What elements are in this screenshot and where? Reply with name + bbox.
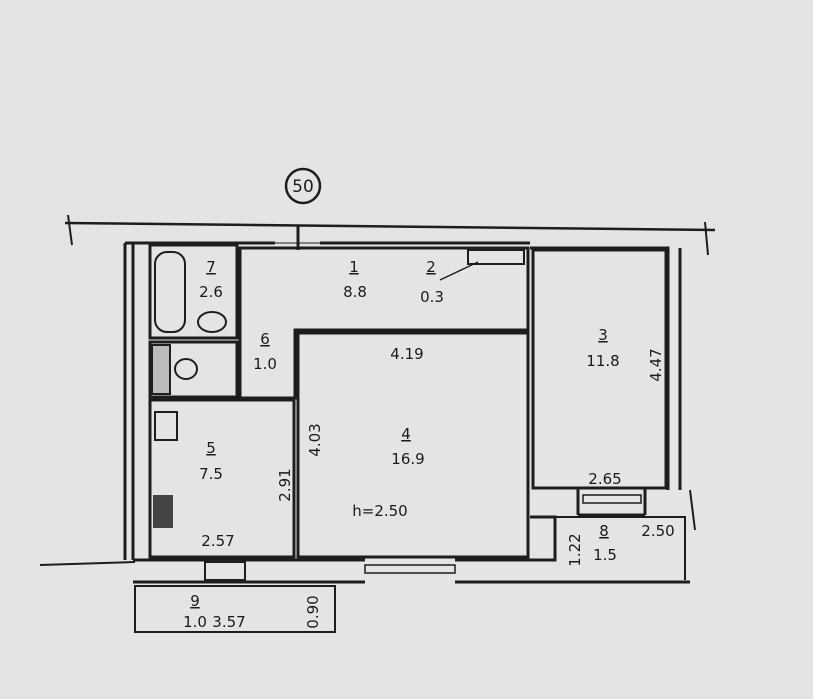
- svg-text:0.3: 0.3: [420, 288, 444, 306]
- svg-text:4: 4: [401, 425, 411, 443]
- dim-room3-width: 2.65: [588, 470, 621, 488]
- tile-grid-icon: [151, 344, 171, 395]
- room-label-4: 416.9: [391, 425, 424, 468]
- room-1-corridor: [238, 246, 530, 400]
- svg-text:1.0: 1.0: [183, 613, 207, 631]
- room-4-living: [296, 331, 530, 559]
- break-mark-left-bottom: [39, 561, 136, 566]
- svg-text:6: 6: [260, 330, 270, 348]
- room-label-8: 81.5: [593, 522, 617, 564]
- dim-room4-depth: 4.03: [306, 423, 324, 456]
- svg-text:9: 9: [190, 592, 200, 610]
- window-room3: [582, 494, 642, 504]
- svg-text:8: 8: [599, 522, 609, 540]
- room-label-6: 61.0: [253, 330, 277, 373]
- room-label-7: 72.6: [199, 258, 223, 301]
- dim-balcony8-depth: 1.22: [566, 533, 584, 566]
- balcony-8: [555, 516, 686, 580]
- window-kitchen: [204, 561, 246, 581]
- dim-room4-width: 4.19: [390, 345, 423, 363]
- window-room4: [364, 564, 456, 574]
- door-swing: [439, 261, 479, 281]
- toilet-icon: [174, 358, 198, 380]
- break-mark-right: [704, 221, 709, 256]
- room-label-2: 20.3: [420, 258, 444, 306]
- axis-line: [64, 221, 716, 232]
- svg-text:3: 3: [598, 326, 608, 344]
- svg-text:2.6: 2.6: [199, 283, 223, 301]
- break-mark-right-bottom: [689, 489, 696, 531]
- bathtub-icon: [154, 251, 186, 333]
- svg-text:7.5: 7.5: [199, 465, 223, 483]
- dim-kitchen-width: 2.57: [201, 532, 234, 550]
- room-label-1: 18.8: [343, 258, 367, 301]
- exterior-wall: [123, 241, 682, 560]
- room-2-closet: [467, 249, 525, 265]
- svg-text:1: 1: [349, 258, 359, 276]
- svg-text:11.8: 11.8: [586, 352, 619, 370]
- dim-balcony8-width: 2.50: [641, 522, 674, 540]
- dim-kitchen-depth: 2.91: [276, 468, 294, 501]
- svg-text:16.9: 16.9: [391, 450, 424, 468]
- sink-icon: [197, 311, 227, 333]
- dim-room3-depth: 4.47: [647, 348, 665, 381]
- axis-marker-label: 50: [292, 177, 314, 197]
- room-label-3: 311.8: [586, 326, 619, 370]
- exterior-wall-bottom: [133, 488, 690, 584]
- ceiling-height: h=2.50: [352, 502, 407, 520]
- room-3-bedroom: [531, 248, 668, 490]
- room-7-bathroom: [148, 243, 239, 340]
- room-6-toilet: [148, 340, 239, 399]
- kitchen-sink-icon: [154, 411, 178, 441]
- dim-balcony9-depth: 0.90: [304, 595, 322, 628]
- svg-text:1.5: 1.5: [593, 546, 617, 564]
- svg-text:1.0: 1.0: [253, 355, 277, 373]
- room-label-9: 91.0: [183, 592, 207, 631]
- svg-text:5: 5: [206, 439, 216, 457]
- room-label-5: 57.5: [199, 439, 223, 483]
- axis-marker-circle: [284, 167, 322, 205]
- stove-icon: [153, 495, 173, 528]
- svg-text:8.8: 8.8: [343, 283, 367, 301]
- svg-text:2: 2: [426, 258, 436, 276]
- balcony-9: [134, 585, 336, 633]
- break-mark-left: [67, 214, 73, 246]
- dim-balcony9-width: 3.57: [212, 613, 245, 631]
- svg-text:7: 7: [206, 258, 216, 276]
- room-5-kitchen: [148, 398, 296, 559]
